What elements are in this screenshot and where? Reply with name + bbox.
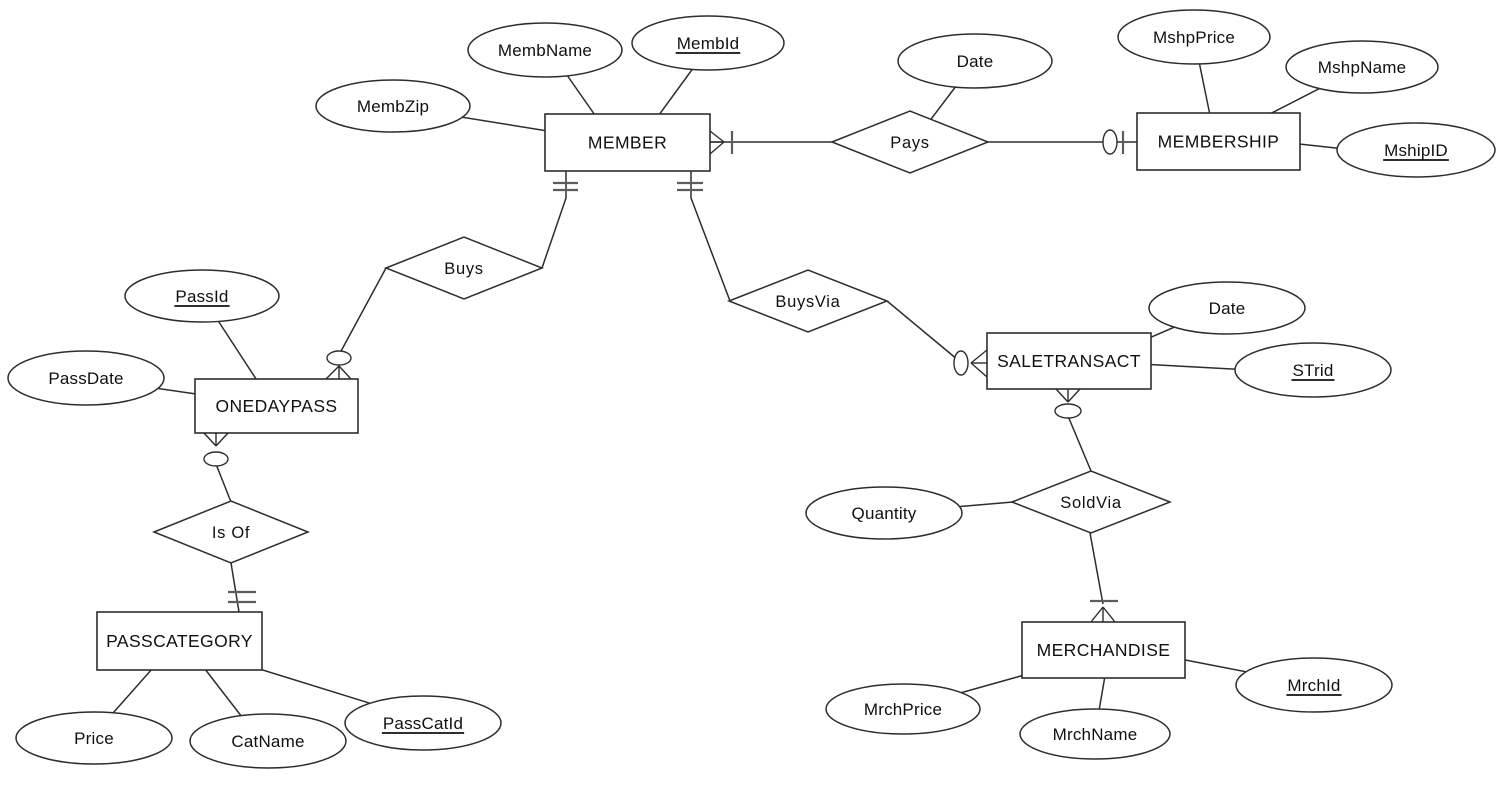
entity-member-label: MEMBER — [588, 133, 667, 153]
connector-isof-passcategory — [230, 562, 241, 619]
connector-buysvia-saletransact — [886, 300, 959, 361]
crowfoot-icon-buysvia-saletransact — [970, 362, 988, 378]
attribute-quantity-label: Quantity — [852, 504, 917, 523]
attribute-price-label: Price — [74, 729, 114, 748]
attribute-membzip-label: MembZip — [357, 97, 429, 116]
attribute-membid-label: MembId — [677, 34, 740, 53]
attribute-mshpprice-ellipse — [1117, 9, 1271, 65]
relationship-pays-label: Pays — [890, 134, 929, 152]
connector-soldvia-merchandise — [1089, 532, 1104, 605]
entity-member-box — [544, 113, 711, 172]
relationship-buys-label: Buys — [444, 260, 483, 278]
attribute-passid-label: PassId — [175, 287, 228, 306]
crowfoot-icon-buys-onedaypass — [338, 365, 352, 380]
attribute-mshpprice-label: MshpPrice — [1153, 28, 1235, 47]
attribute-membname-label: MembName — [498, 41, 592, 60]
attribute-strid-label: STrid — [1293, 361, 1334, 380]
attribute-price-ellipse — [15, 711, 173, 765]
crowfoot-icon-member-pays — [709, 130, 725, 143]
attribute-passdate-ellipse — [7, 350, 165, 406]
entity-passcategory-label: PASSCATEGORY — [106, 631, 253, 651]
relationship-isof-label: Is Of — [212, 524, 250, 542]
attribute-passid-ellipse — [124, 269, 280, 323]
crowfoot-icon-onedaypass-isof — [203, 432, 217, 447]
attribute-strid-ellipse — [1234, 342, 1392, 398]
attribute-mrchname-ellipse — [1019, 708, 1171, 760]
relationship-isof-diamond — [151, 500, 311, 564]
crowfoot-icon-onedaypass-isof — [215, 432, 229, 447]
attribute-mshipid-ellipse — [1336, 122, 1496, 178]
attribute-membid-ellipse — [631, 15, 785, 71]
connector-buys-onedaypass — [339, 267, 387, 354]
relationship-soldvia-diamond — [1009, 470, 1173, 534]
attribute-stdate-label: Date — [1209, 299, 1246, 318]
attribute-membname-ellipse — [467, 22, 623, 78]
crowfoot-icon-buysvia-saletransact — [970, 349, 988, 364]
entity-membership-box — [1136, 112, 1301, 171]
relationship-buysvia-diamond — [726, 269, 890, 333]
entity-merchandise-label: MERCHANDISE — [1037, 640, 1171, 660]
entity-merchandise-box — [1021, 621, 1186, 679]
attribute-mrchprice-label: MrchPrice — [864, 700, 942, 719]
relationship-soldvia-label: SoldVia — [1060, 494, 1122, 512]
connector-member-buysvia — [690, 163, 731, 302]
relationship-pays-diamond — [829, 110, 991, 174]
entity-onedaypass-label: ONEDAYPASS — [216, 396, 338, 416]
attribute-stdate-ellipse — [1148, 281, 1306, 335]
attribute-mrchid-label: MrchId — [1287, 676, 1340, 695]
cardinality-circle-icon-buys-onedaypass — [326, 350, 352, 366]
attribute-paysdate-ellipse — [897, 33, 1053, 89]
attribute-mshpname-ellipse — [1285, 40, 1439, 94]
entity-saletransact-label: SALETRANSACT — [997, 351, 1141, 371]
attribute-membzip-ellipse — [315, 79, 471, 133]
relationship-buysvia-label: BuysVia — [775, 293, 840, 311]
relationship-buys-diamond — [383, 236, 545, 300]
crowfoot-icon-saletransact-soldvia — [1055, 388, 1069, 403]
cardinality-circle-icon-buysvia-saletransact — [953, 350, 969, 376]
attribute-passcatid-label: PassCatId — [383, 714, 463, 733]
attribute-mshpname-label: MshpName — [1318, 58, 1407, 77]
attribute-passcatid-ellipse — [344, 695, 502, 751]
entity-onedaypass-box — [194, 378, 359, 434]
attribute-quantity-ellipse — [805, 486, 963, 540]
attribute-mrchname-label: MrchName — [1053, 725, 1138, 744]
connector-onedaypass-isof — [215, 463, 232, 503]
crowfoot-icon-buys-onedaypass — [325, 365, 340, 380]
entity-membership-label: MEMBERSHIP — [1158, 132, 1280, 152]
attribute-mrchid-ellipse — [1235, 657, 1393, 713]
attribute-paysdate-label: Date — [957, 52, 994, 71]
crowfoot-icon-member-pays — [709, 141, 725, 155]
attribute-catname-ellipse — [189, 713, 347, 769]
connector-saletransact-soldvia — [1067, 415, 1092, 472]
attribute-passdate-label: PassDate — [48, 369, 123, 388]
attribute-mrchprice-ellipse — [825, 683, 981, 735]
cardinality-circle-icon-onedaypass-isof — [203, 451, 229, 467]
connector-member-buys — [541, 163, 567, 269]
connector-saletransact-strid — [1139, 363, 1251, 371]
entity-passcategory-box — [96, 611, 263, 671]
crowfoot-icon-soldvia-merchandise — [1102, 606, 1116, 623]
entity-saletransact-box — [986, 332, 1152, 390]
cardinality-circle-icon-pays-membership — [1102, 129, 1118, 155]
attribute-mshipid-label: MshipID — [1384, 141, 1448, 160]
crowfoot-icon-saletransact-soldvia — [1067, 388, 1081, 403]
attribute-catname-label: CatName — [231, 732, 304, 751]
cardinality-circle-icon-saletransact-soldvia — [1054, 403, 1082, 419]
crowfoot-icon-soldvia-merchandise — [1090, 606, 1104, 623]
